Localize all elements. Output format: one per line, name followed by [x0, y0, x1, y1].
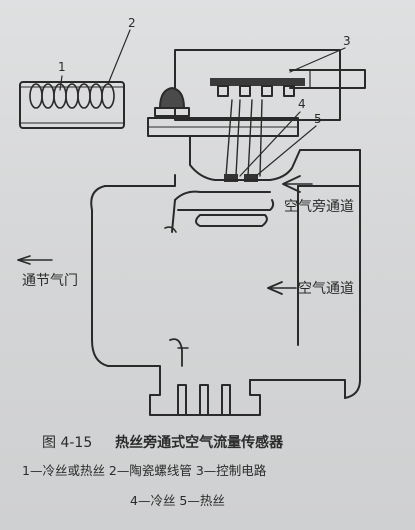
- label-3: 3: [343, 34, 351, 48]
- figure-caption: 图 4-15 热丝旁通式空气流量传感器: [42, 432, 283, 452]
- label-4: 4: [298, 97, 306, 111]
- to-throttle-label: 通节气门: [22, 273, 78, 289]
- figure-title: 热丝旁通式空气流量传感器: [115, 435, 284, 451]
- control-housing: [174, 49, 366, 121]
- bypass-channel-label: 空气旁通道: [284, 199, 354, 215]
- bypass-partition: [164, 190, 275, 233]
- label-1: 1: [58, 60, 66, 74]
- figure-number: 图 4-15: [42, 435, 93, 451]
- ceramic-solenoid: [19, 81, 125, 129]
- air-channel-label: 空气通道: [298, 281, 354, 297]
- legend-line-2: 4—冷丝 5—热丝: [130, 493, 225, 508]
- heating-coil: [29, 83, 115, 109]
- label-2: 2: [128, 16, 136, 30]
- main-air-channel-body: [90, 149, 361, 416]
- legend-line-1: 1—冷丝或热丝 2—陶瓷螺线管 3—控制电路: [22, 463, 267, 478]
- label-5: 5: [314, 112, 322, 126]
